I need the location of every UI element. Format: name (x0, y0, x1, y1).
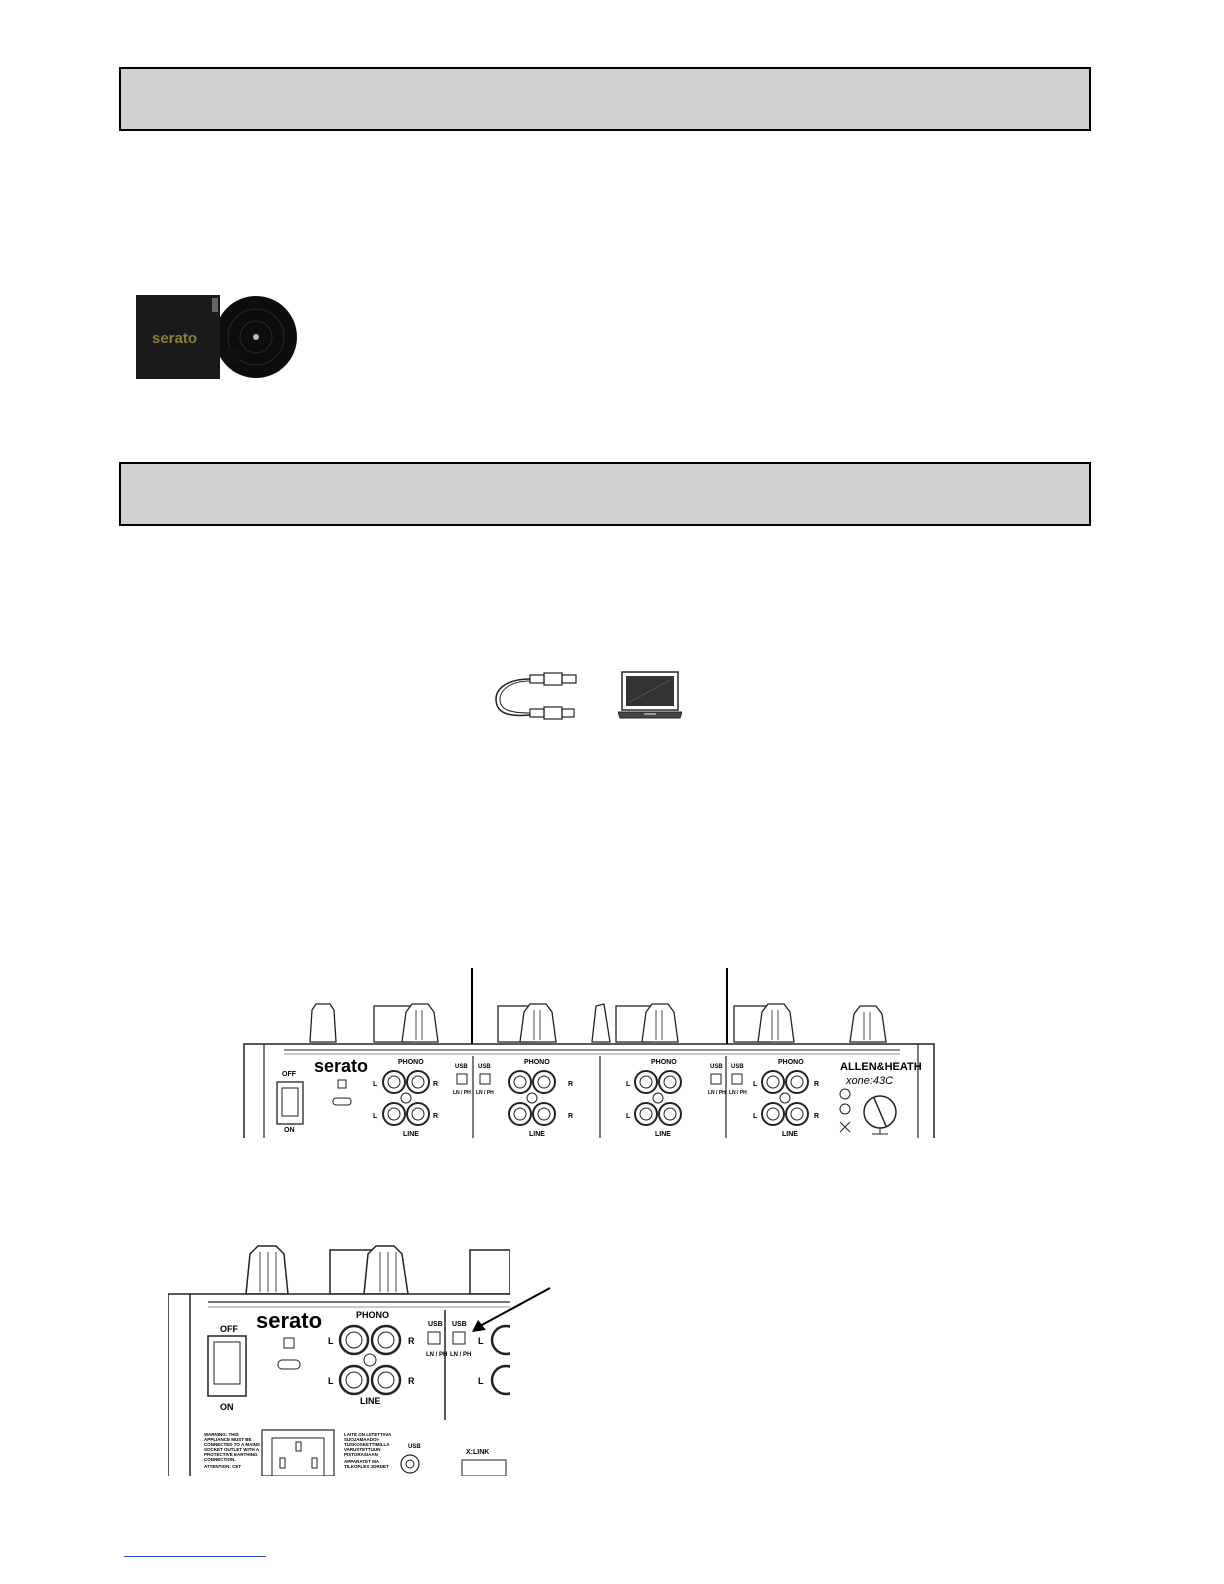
left-label: L (626, 1113, 631, 1120)
svg-text:LAITE ON LIITETTAVA: LAITE ON LIITETTAVA (344, 1432, 392, 1437)
svg-text:PROTECTIVE EARTHING: PROTECTIVE EARTHING (204, 1452, 258, 1457)
phono-label: PHONO (778, 1059, 804, 1066)
power-off-label: OFF (282, 1071, 297, 1078)
power-on-label: ON (284, 1127, 295, 1134)
svg-text:SOCKET OUTLET WITH A: SOCKET OUTLET WITH A (204, 1447, 260, 1452)
right-label: R (408, 1336, 415, 1346)
closeup-on-label: ON (220, 1402, 234, 1412)
usb-label: USB (428, 1321, 443, 1328)
xone-logo: xone:43C (845, 1075, 893, 1087)
left-label: L (753, 1081, 758, 1088)
closeup-off-label: OFF (220, 1324, 238, 1334)
mixer-rear-panel-closeup: OFF ON serato PHONO L R L R LINE USB LN … (168, 1245, 510, 1476)
right-label: R (814, 1081, 819, 1088)
phono-label: PHONO (398, 1059, 424, 1066)
usb-label: USB (452, 1321, 467, 1328)
closeup-phono-label: PHONO (356, 1310, 389, 1320)
ln-ph-label: LN / PH (708, 1090, 726, 1096)
left-label: L (373, 1081, 378, 1088)
ln-ph-label: LN / PH (450, 1352, 471, 1358)
svg-text:APPLIANCE MUST BE: APPLIANCE MUST BE (204, 1437, 252, 1442)
phono-label: PHONO (524, 1059, 550, 1066)
mixer-rear-panel-full: OFF ON serato PHONO L R L R LINE USB LN … (243, 1003, 935, 1138)
arrow-closeup-switch (472, 1287, 551, 1332)
right-label: R (814, 1113, 819, 1120)
left-label: L (478, 1376, 484, 1386)
right-label: R (408, 1376, 415, 1386)
usb-label: USB (731, 1064, 744, 1070)
ln-ph-label: LN / PH (476, 1090, 494, 1096)
right-label: R (568, 1081, 573, 1088)
channel-3-inputs: PHONO L L LINE USB LN / PH (626, 1059, 726, 1138)
usb-label: USB (478, 1064, 491, 1070)
left-label: L (626, 1081, 631, 1088)
ln-ph-label: LN / PH (426, 1352, 447, 1358)
closeup-line-label: LINE (360, 1396, 381, 1406)
control-vinyl-image: serato (136, 295, 297, 379)
closeup-serato-logo: serato (256, 1308, 322, 1333)
right-label: R (568, 1113, 573, 1120)
right-label: R (433, 1113, 438, 1120)
channel-1-inputs: PHONO L R L R LINE USB LN / PH (373, 1059, 471, 1138)
left-label: L (328, 1376, 334, 1386)
warning-text-en: WARNING: THIS APPLIANCE MUST BE CONNECTE… (204, 1432, 260, 1469)
line-label: LINE (529, 1131, 545, 1138)
svg-text:ATTENTION: CET: ATTENTION: CET (204, 1464, 241, 1469)
line-label: LINE (655, 1131, 671, 1138)
xlink-label: X:LINK (466, 1449, 489, 1456)
left-label: L (373, 1113, 378, 1120)
phono-label: PHONO (651, 1059, 677, 1066)
right-label: R (433, 1081, 438, 1088)
ln-ph-label: LN / PH (453, 1090, 471, 1096)
channel-2-inputs: USB LN / PH PHONO R R LINE (476, 1059, 573, 1138)
laptop-icon (618, 671, 682, 719)
rear-usb-label: USB (408, 1444, 421, 1450)
section-header-1 (119, 67, 1091, 131)
svg-text:PISTORASIAAN: PISTORASIAAN (344, 1452, 378, 1457)
svg-text:CONNECTED TO A MAINS: CONNECTED TO A MAINS (204, 1442, 260, 1447)
sleeve-logo-text: serato (152, 330, 197, 347)
section-header-2-text (121, 464, 1089, 504)
svg-text:TILKOPLES JORDET: TILKOPLES JORDET (344, 1464, 389, 1469)
line-label: LINE (403, 1131, 419, 1138)
svg-text:VARUSTETTUUN: VARUSTETTUUN (344, 1447, 380, 1452)
line-label: LINE (782, 1131, 798, 1138)
serato-logo: serato (314, 1056, 368, 1076)
svg-text:SUOJAMAADOI-: SUOJAMAADOI- (344, 1437, 380, 1442)
left-label: L (328, 1336, 334, 1346)
warning-text-fi: LAITE ON LIITETTAVA SUOJAMAADOI- TUSKOSK… (344, 1432, 392, 1469)
section-header-1-text (121, 69, 1089, 109)
ln-ph-label: LN / PH (729, 1090, 747, 1096)
usb-label: USB (455, 1064, 468, 1070)
channel-4-inputs: USB LN / PH PHONO L L R R LINE (729, 1059, 819, 1138)
footer-link[interactable] (124, 1556, 266, 1557)
allen-heath-logo: ALLEN&HEATH (840, 1061, 922, 1073)
usb-cable-icon (495, 672, 577, 720)
left-label: L (753, 1113, 758, 1120)
section-header-2 (119, 462, 1091, 526)
svg-text:TUSKOSKETTIMILLA: TUSKOSKETTIMILLA (344, 1442, 390, 1447)
usb-label: USB (710, 1064, 723, 1070)
left-label: L (478, 1336, 484, 1346)
svg-text:CONNECTION.: CONNECTION. (204, 1457, 236, 1462)
svg-text:WARNING: THIS: WARNING: THIS (204, 1432, 239, 1437)
svg-text:APPARATET MA: APPARATET MA (344, 1459, 380, 1464)
